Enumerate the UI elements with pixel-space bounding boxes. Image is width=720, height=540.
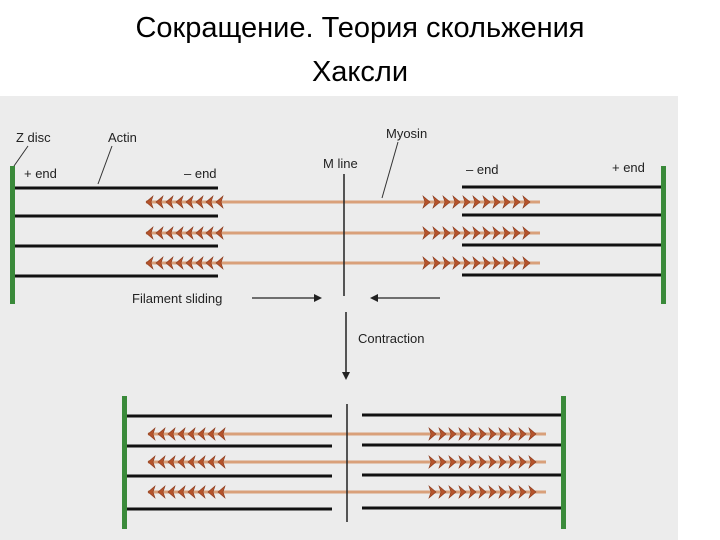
z-disc-leader: [14, 146, 28, 166]
myosin-leader: [382, 142, 398, 198]
z-disc-label: Z disc: [16, 130, 51, 145]
actin-leader: [98, 146, 112, 184]
myosin-label: Myosin: [386, 126, 427, 141]
z-disc-left: [122, 396, 127, 529]
sliding-filament-diagram: Z disc Actin Myosin M line + end – end –…: [0, 96, 678, 540]
plus-end-left-label: + end: [24, 166, 57, 181]
m-line-label: M line: [323, 156, 358, 171]
z-disc-right: [561, 396, 566, 529]
sarcomere-relaxed: [10, 166, 666, 304]
plus-end-right-label: + end: [612, 160, 645, 175]
z-disc-left: [10, 166, 15, 304]
title-line-1: Сокращение. Теория скольжения: [0, 6, 720, 50]
slide-title: Сокращение. Теория скольжения Хаксли: [0, 6, 720, 94]
filament-sliding-label: Filament sliding: [132, 291, 222, 306]
actin-label: Actin: [108, 130, 137, 145]
z-disc-right: [661, 166, 666, 304]
contraction-label: Contraction: [358, 331, 424, 346]
sliding-filament-figure: Z disc Actin Myosin M line + end – end –…: [0, 96, 678, 540]
title-line-2: Хаксли: [0, 50, 720, 94]
minus-end-left-label: – end: [184, 166, 217, 181]
minus-end-right-label: – end: [466, 162, 499, 177]
sarcomere-contracted: [122, 396, 566, 529]
